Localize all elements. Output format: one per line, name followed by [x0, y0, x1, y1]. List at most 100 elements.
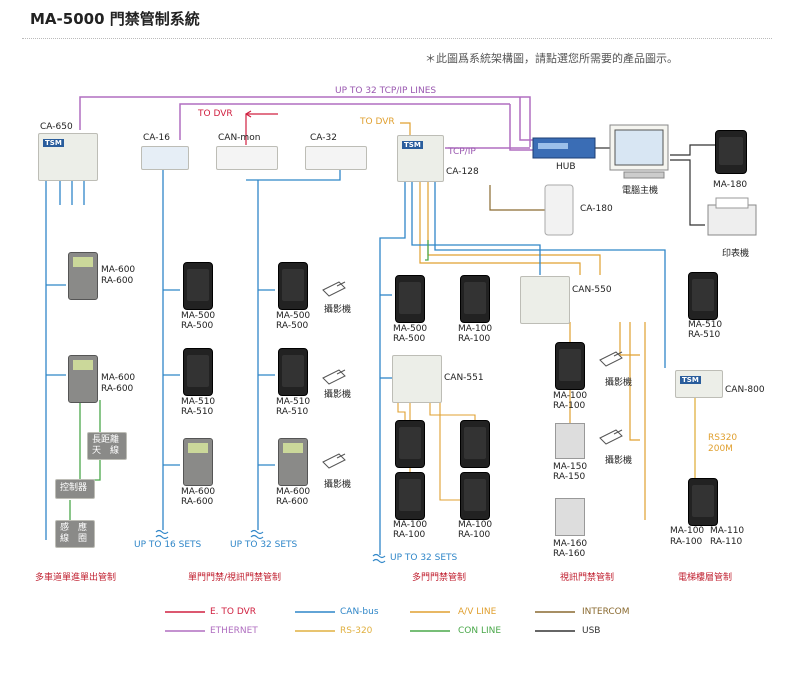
can551-out-4: [439, 402, 460, 501]
legend-ethernet: ETHERNET: [210, 626, 258, 636]
ca180-label: CA-180: [580, 204, 613, 214]
col1-caption[interactable]: 多車道單進單出管制: [35, 573, 117, 583]
printer-label: 印表機: [722, 249, 750, 259]
ca32-label: CA-32: [310, 133, 337, 143]
ma500-reader[interactable]: [183, 262, 213, 310]
ca650-device[interactable]: TSM: [38, 133, 98, 181]
ma100-reader[interactable]: [460, 275, 490, 323]
tcpip-lines-label: UP TO 32 TCP/IP LINES: [335, 86, 437, 96]
controller-box[interactable]: 控制器: [55, 479, 95, 499]
to-dvr-label-2: TO DVR: [360, 117, 395, 127]
legend-con-line: CON LINE: [458, 626, 502, 636]
can-line-canmon: [246, 170, 341, 181]
ca16-device[interactable]: [141, 146, 189, 170]
ma510-reader[interactable]: [183, 348, 213, 396]
av-lines: [400, 122, 646, 520]
ma600-keypad[interactable]: [68, 252, 98, 300]
can-line-ca128-a: [379, 180, 406, 555]
av-line-can550-e: [629, 322, 640, 441]
col5-caption[interactable]: 視訊門禁管制: [560, 573, 615, 583]
long-range-antenna[interactable]: 長距離 天 線: [87, 432, 127, 460]
col4-b-model-b: RA-100: [458, 334, 491, 344]
col2-r1-model-b: RA-500: [181, 321, 214, 331]
col4-a-model: MA-500: [393, 324, 428, 334]
ma100-reader[interactable]: [460, 420, 490, 468]
tcpip-label: TCP/IP: [448, 147, 476, 157]
ma510-reader[interactable]: [278, 348, 308, 396]
col3-r3-model-b: RA-600: [276, 497, 309, 507]
ca650-label: CA-650: [40, 122, 73, 132]
can550-device[interactable]: [520, 276, 570, 324]
camera-label: 攝影機: [605, 456, 633, 466]
col4-c-model-b: RA-100: [393, 530, 426, 540]
camera-icon: [322, 453, 346, 469]
con-lines: [69, 240, 429, 520]
ma100-reader[interactable]: [688, 478, 718, 526]
ca180-device: [544, 184, 574, 236]
camera-label: 攝影機: [324, 480, 352, 490]
up-to-16-label: UP TO 16 SETS: [134, 540, 202, 550]
ma600-keypad[interactable]: [183, 438, 213, 486]
usb-line-pc-printer: [670, 159, 705, 226]
col6-r3-model: MA-110: [710, 526, 745, 536]
ca32-device[interactable]: [305, 146, 367, 170]
camera-icons: [322, 281, 623, 469]
ethernet-line-ca650: [79, 96, 531, 147]
col2-r1-model: MA-500: [181, 311, 216, 321]
tsm-logo: TSM: [680, 376, 701, 384]
controller-label: 控制器: [60, 483, 88, 493]
legend-av-line: A/V LINE: [458, 607, 497, 617]
col1-r1-model-b: RA-600: [101, 276, 134, 286]
col4-caption[interactable]: 多門門禁管制: [412, 573, 467, 583]
legend-e-to-dvr: E. TO DVR: [210, 607, 257, 617]
ma600-keypad[interactable]: [278, 438, 308, 486]
dvr-line-1-arrow: [245, 110, 252, 118]
col2-caption[interactable]: 單門門禁/視訊門禁管制: [188, 573, 282, 583]
canmon-label: CAN-mon: [218, 133, 261, 143]
ma600-keypad[interactable]: [68, 355, 98, 403]
usb-lines: [595, 144, 715, 226]
ma100-reader[interactable]: [460, 472, 490, 520]
av-line-can550-d: [619, 322, 640, 356]
intercom-line: [489, 185, 545, 211]
ma510-reader[interactable]: [688, 272, 718, 320]
rs320-label: RS320: [708, 433, 738, 443]
ma100-reader[interactable]: [395, 420, 425, 468]
ma100-reader[interactable]: [395, 472, 425, 520]
col3-r1-model-b: RA-500: [276, 321, 309, 331]
induction-loop[interactable]: 感 應 線 圈: [55, 520, 95, 548]
ma180-label: MA-180: [713, 180, 748, 190]
dvr-lines: [245, 110, 278, 145]
ma500-reader[interactable]: [278, 262, 308, 310]
canmon-device[interactable]: [216, 146, 278, 170]
legend-lines: [165, 611, 575, 632]
col3-r3-model: MA-600: [276, 487, 311, 497]
col4-a-model-b: RA-500: [393, 334, 426, 344]
col2-r2-model-b: RA-510: [181, 407, 214, 417]
ca16-label: CA-16: [143, 133, 170, 143]
up-to-32-label: UP TO 32 SETS: [230, 540, 298, 550]
camera-icon: [322, 369, 346, 385]
can551-device[interactable]: [392, 355, 442, 403]
ma150-intercom[interactable]: [555, 423, 585, 459]
loop-label-b: 線 圈: [60, 534, 88, 544]
ma180-reader[interactable]: [715, 130, 747, 174]
can800-device[interactable]: TSM: [675, 370, 723, 398]
col6-caption[interactable]: 電梯樓層管制: [678, 573, 733, 583]
camera-label: 攝影機: [324, 390, 352, 400]
ca128-label: CA-128: [446, 167, 479, 177]
col5-r1-model-b: RA-100: [553, 401, 586, 411]
title-divider: [22, 38, 772, 39]
legend-usb: USB: [582, 626, 601, 636]
can-line-ca128-c: [434, 180, 666, 368]
ma100-reader[interactable]: [555, 342, 585, 390]
ma160-intercom[interactable]: [555, 498, 585, 536]
can551-label: CAN-551: [444, 373, 484, 383]
av-line-can550-a: [419, 180, 581, 275]
printer-device: [707, 197, 757, 236]
col5-r2-model-b: RA-150: [553, 472, 586, 482]
ca128-device[interactable]: TSM: [397, 135, 444, 182]
col4-c-model: MA-100: [393, 520, 428, 530]
ma500-reader[interactable]: [395, 275, 425, 323]
